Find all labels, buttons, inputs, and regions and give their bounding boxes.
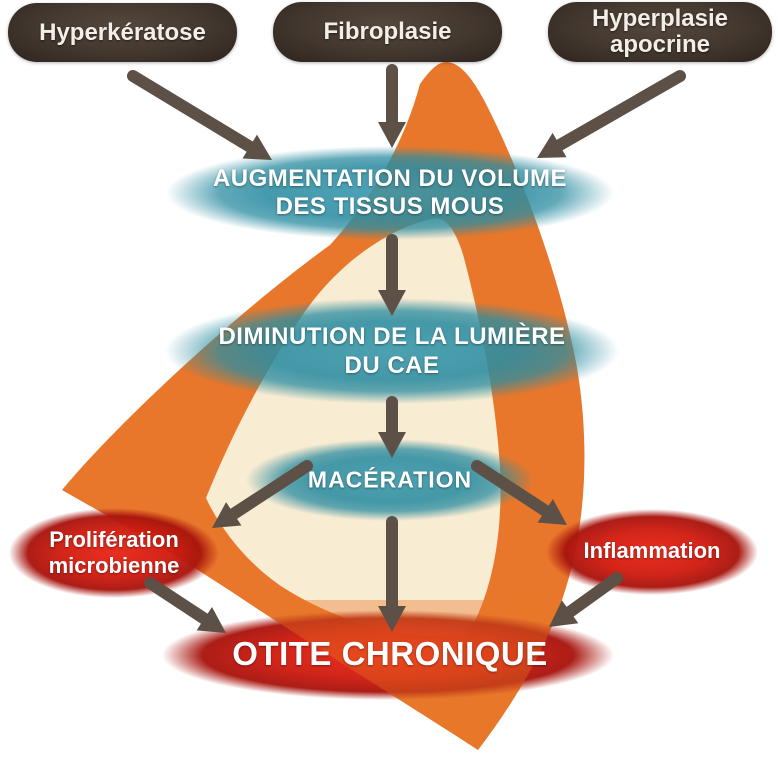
node-hyperplasie-apocrine: Hyperplasie apocrine — [548, 2, 772, 62]
node-hyperkeratose: Hyperkératose — [8, 3, 237, 62]
augmentation-label: AUGMENTATION DU VOLUME DES TISSUS MOUS — [212, 165, 568, 220]
inflammation-label: Inflammation — [583, 538, 721, 563]
hyperplasie-apocrine-label: Hyperplasie apocrine — [591, 5, 729, 58]
fibroplasie-label: Fibroplasie — [323, 18, 452, 45]
arrow-hyperkeratose-to-augmentation — [127, 70, 272, 160]
arrow-maceration-to-inflammation — [471, 460, 567, 525]
arrow-hyperplasie-to-augmentation — [537, 70, 686, 158]
proliferation-ellipse — [9, 508, 219, 598]
proliferation-microbienne-label: Prolifération microbienne — [48, 527, 180, 578]
otite-chronique-label: OTITE CHRONIQUE — [232, 635, 548, 672]
arrow-maceration-to-proliferation — [212, 460, 313, 528]
inflammation-ellipse — [546, 509, 758, 595]
cone-tail-overlay — [244, 600, 562, 750]
arrow-augmentation-to-diminution — [378, 234, 406, 316]
diminution-label: DIMINUTION DE LA LUMIÈRE DU CAE — [218, 323, 566, 379]
arrow-maceration-to-otite — [378, 516, 406, 632]
arrow-diminution-to-maceration — [378, 396, 406, 458]
augmentation-ellipse — [166, 146, 614, 240]
arrow-inflammation-to-otite — [549, 572, 623, 627]
maceration-label: MACÉRATION — [307, 466, 473, 493]
node-fibroplasie: Fibroplasie — [273, 2, 502, 62]
otite-ellipse — [162, 610, 614, 700]
arrow-proliferation-to-otite — [144, 577, 226, 633]
hyperkeratose-label: Hyperkératose — [39, 18, 206, 46]
arrow-fibroplasie-to-augmentation — [378, 64, 406, 148]
